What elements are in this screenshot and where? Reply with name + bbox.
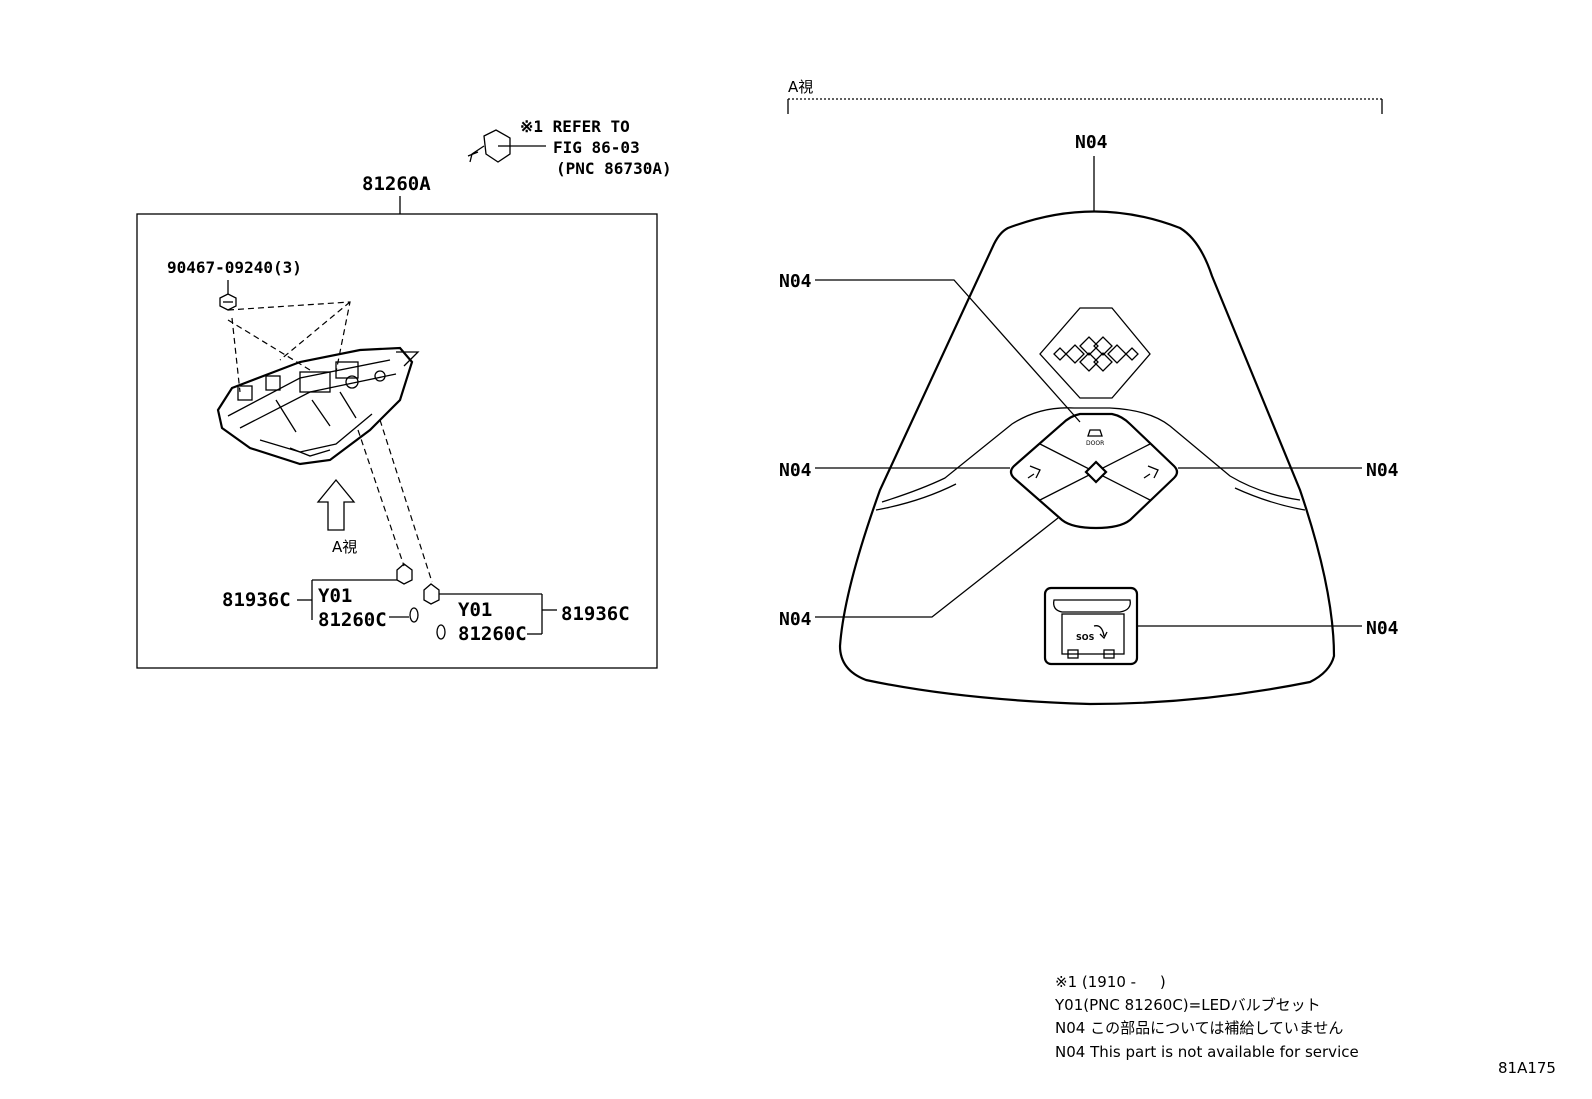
note-line-2: Y01(PNC 81260C)=LEDバルブセット (1054, 996, 1321, 1014)
callout-mid-right[interactable]: N04 (1366, 460, 1399, 481)
reference-note-group: ※1 REFER TO FIG 86-03 (PNC 86730A) (467, 117, 672, 178)
assembly-group: 81260A 90467-09240(3) (136, 173, 658, 669)
screw-icon (219, 293, 237, 311)
right-variant-code[interactable]: Y01 (458, 599, 492, 621)
callout-upper-left[interactable]: N04 (779, 271, 812, 292)
connector-icon (467, 129, 511, 163)
view-a-arrow-label: A視 (332, 538, 357, 556)
note-line-4: N04 This part is not available for servi… (1055, 1043, 1359, 1061)
bulb-icon-right (436, 624, 446, 640)
right-map-lamp-switch[interactable] (1143, 465, 1159, 479)
switch-cluster: DOOR (1009, 412, 1179, 530)
lamp-lens-icon (1053, 336, 1139, 372)
view-a-title: A視 (788, 78, 813, 96)
callout-lower-left[interactable]: N04 (779, 609, 812, 630)
view-a-arrow-icon (316, 478, 356, 531)
refer-to-line3[interactable]: (PNC 86730A) (556, 159, 672, 178)
callout-top[interactable]: N04 (1075, 132, 1108, 153)
socket-icon-left (396, 563, 413, 585)
view-a-group: A視 (779, 78, 1399, 706)
socket-icon-right (423, 583, 440, 605)
screw-part-number[interactable]: 90467-09240(3) (167, 258, 302, 277)
left-socket-part-number[interactable]: 81936C (222, 589, 291, 611)
left-map-lamp-switch[interactable] (1027, 465, 1041, 479)
callout-mid-left[interactable]: N04 (779, 460, 812, 481)
center-switch[interactable] (1084, 460, 1108, 484)
assembly-frame (136, 213, 658, 669)
door-switch[interactable]: DOOR (1086, 429, 1104, 447)
sos-button-label: SOS (1076, 633, 1095, 642)
sos-arrow-icon (1093, 625, 1108, 640)
main-part-number[interactable]: 81260A (362, 173, 431, 195)
sos-panel[interactable]: SOS (1043, 586, 1139, 666)
note-line-3: N04 この部品については補給していません (1055, 1019, 1343, 1037)
map-lamp-housing[interactable] (216, 346, 420, 466)
lamp-lens-group[interactable] (1039, 307, 1151, 399)
figure-id: 81A175 (1498, 1059, 1556, 1077)
door-switch-label: DOOR (1086, 440, 1104, 447)
left-variant-code[interactable]: Y01 (318, 585, 352, 607)
right-bulb-part-number[interactable]: 81260C (458, 623, 527, 645)
refer-to-line2[interactable]: FIG 86-03 (553, 138, 640, 157)
left-bulb-part-number[interactable]: 81260C (318, 609, 387, 631)
notes-block: ※1 (1910 - ) Y01(PNC 81260C)=LEDバルブセット N… (1054, 973, 1359, 1061)
callout-lower-right[interactable]: N04 (1366, 618, 1399, 639)
refer-to-line1[interactable]: ※1 REFER TO (520, 117, 630, 136)
console-outline (838, 210, 1336, 706)
note-line-1: ※1 (1910 - ) (1055, 973, 1166, 991)
bulb-icon-left (409, 607, 419, 623)
right-socket-part-number[interactable]: 81936C (561, 603, 630, 625)
